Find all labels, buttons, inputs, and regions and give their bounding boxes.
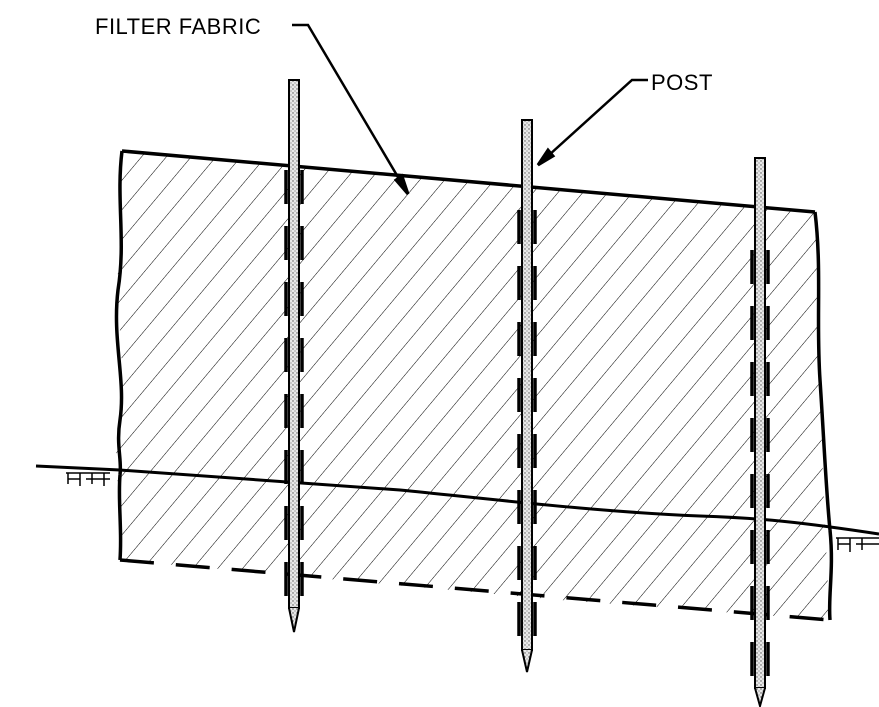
post-wrap-marks xyxy=(284,170,770,690)
filter-fabric-leader xyxy=(292,23,410,195)
post-1 xyxy=(288,79,300,633)
post-3 xyxy=(754,157,766,707)
post-leader xyxy=(536,78,648,167)
soil-symbol-right xyxy=(836,537,879,552)
filter-fabric-label: FILTER FABRIC xyxy=(95,14,261,39)
post-2 xyxy=(521,119,533,673)
post-label: POST xyxy=(651,70,713,95)
buried-fabric-edge xyxy=(117,474,831,622)
soil-symbol-left xyxy=(66,472,110,486)
ground-line xyxy=(35,464,879,552)
